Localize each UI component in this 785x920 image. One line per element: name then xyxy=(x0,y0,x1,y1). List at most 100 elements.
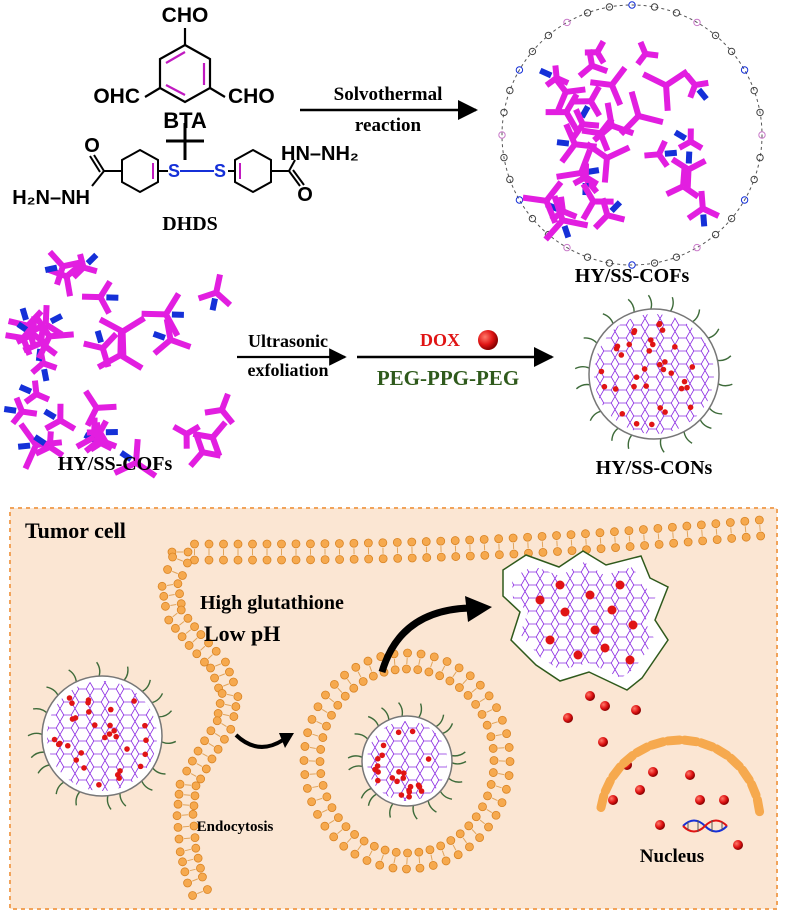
lipid-head xyxy=(456,830,464,838)
dox-dot xyxy=(107,723,113,729)
ring-linker-unit xyxy=(584,254,590,260)
lipid-head xyxy=(447,837,455,845)
lipid-head xyxy=(381,846,389,854)
cof-linker xyxy=(540,71,551,76)
dox-dot xyxy=(634,374,640,380)
cof-node-arm xyxy=(46,420,61,428)
cof-node-arm xyxy=(82,297,100,298)
lipid-head xyxy=(476,834,484,842)
cof-node-arm xyxy=(205,410,222,413)
lipid-head xyxy=(639,526,647,534)
lipid-head xyxy=(183,767,191,775)
lipid-head xyxy=(292,540,300,548)
lipid-head xyxy=(417,650,425,658)
dox-dot xyxy=(619,352,625,358)
cof-node-arm xyxy=(607,215,624,219)
dox-dot xyxy=(92,722,98,728)
lipid-head xyxy=(755,516,763,524)
cof-linker xyxy=(23,308,26,319)
lipid-head xyxy=(207,727,215,735)
cof-node-arm xyxy=(36,394,48,399)
lipid-head xyxy=(498,716,506,724)
lipid-head xyxy=(437,553,445,561)
dox-dot xyxy=(399,792,405,798)
lipid-head xyxy=(308,798,316,806)
condition-glutathione: High glutathione xyxy=(200,592,344,614)
lipid-head xyxy=(436,672,444,680)
nuclear-envelope-segment xyxy=(668,740,680,741)
dox-dot xyxy=(85,700,91,706)
lipid-head xyxy=(369,672,377,680)
dox-dot xyxy=(546,636,555,645)
lipid-head xyxy=(485,823,493,831)
cof-node-arm xyxy=(63,262,82,266)
dox-dot xyxy=(396,769,402,775)
dox-dot xyxy=(57,741,63,747)
ring-linker-unit xyxy=(564,19,570,25)
lipid-head xyxy=(179,858,187,866)
lipid-tail xyxy=(185,785,191,786)
cof-node-arm xyxy=(605,158,607,183)
nuclear-envelope-segment xyxy=(605,780,610,791)
cof-node-arm xyxy=(216,293,230,305)
dox-dot xyxy=(586,591,595,600)
lipid-head xyxy=(404,649,412,657)
ring-linker-unit xyxy=(728,48,734,54)
lipid-head xyxy=(300,757,308,765)
lipid-head xyxy=(728,534,736,542)
cof-node-arm xyxy=(591,101,600,115)
lipid-head xyxy=(248,540,256,548)
lipid-tail xyxy=(184,838,190,839)
lipid-head xyxy=(393,538,401,546)
cof-linker xyxy=(45,268,57,271)
ring-linker-unit xyxy=(712,231,718,237)
lipid-head xyxy=(495,535,503,543)
lipid-head xyxy=(655,540,663,548)
lipid-head xyxy=(194,747,202,755)
lipid-head xyxy=(505,772,513,780)
lipid-head xyxy=(278,556,286,564)
reaction-line1: Solvothermal xyxy=(334,84,443,105)
ring-linker-unit xyxy=(673,10,679,16)
cof-node-arm xyxy=(23,338,29,355)
disulfide-s2: S xyxy=(214,161,226,181)
lipid-head xyxy=(476,681,484,689)
lipid-head xyxy=(185,641,193,649)
condition-ph: Low pH xyxy=(204,621,280,646)
dox-dot xyxy=(591,626,600,635)
released-dox xyxy=(685,770,695,780)
lipid-head xyxy=(323,793,331,801)
tumor-cell-section: Tumor cell High glutathione Low pH xyxy=(10,508,777,909)
lipid-head xyxy=(249,556,257,564)
lipid-head xyxy=(176,780,184,788)
dox-dot xyxy=(400,775,406,781)
dox-dot xyxy=(613,386,619,392)
nucleus-label: Nucleus xyxy=(640,846,704,867)
polymer-ppg: -PPG- xyxy=(420,366,476,390)
nuclear-envelope-segment xyxy=(624,756,633,764)
cof-linker xyxy=(557,142,569,143)
lipid-head xyxy=(205,556,213,564)
lipid-head xyxy=(301,771,309,779)
lipid-head xyxy=(490,757,498,765)
dox-dot xyxy=(142,751,148,757)
dox-dot xyxy=(102,735,108,741)
lipid-head xyxy=(227,725,235,733)
hydrazide-left-label: H₂N–NH xyxy=(12,187,90,209)
dox-label: DOX xyxy=(420,330,460,350)
lipid-head xyxy=(370,842,378,850)
dox-dot xyxy=(113,734,119,740)
lipid-head xyxy=(487,780,495,788)
cof-node-arm xyxy=(25,394,36,402)
cof-node-arm xyxy=(123,332,124,358)
nano-lattice xyxy=(594,314,714,434)
lipid-head xyxy=(742,533,750,541)
con-nanoparticle-product xyxy=(575,295,732,452)
cof-node-arm xyxy=(558,92,566,110)
lipid-head xyxy=(313,810,321,818)
lipid-head xyxy=(321,556,329,564)
lipid-head xyxy=(214,745,222,753)
cof-linker xyxy=(689,152,690,164)
cof-node-arm xyxy=(691,142,702,149)
